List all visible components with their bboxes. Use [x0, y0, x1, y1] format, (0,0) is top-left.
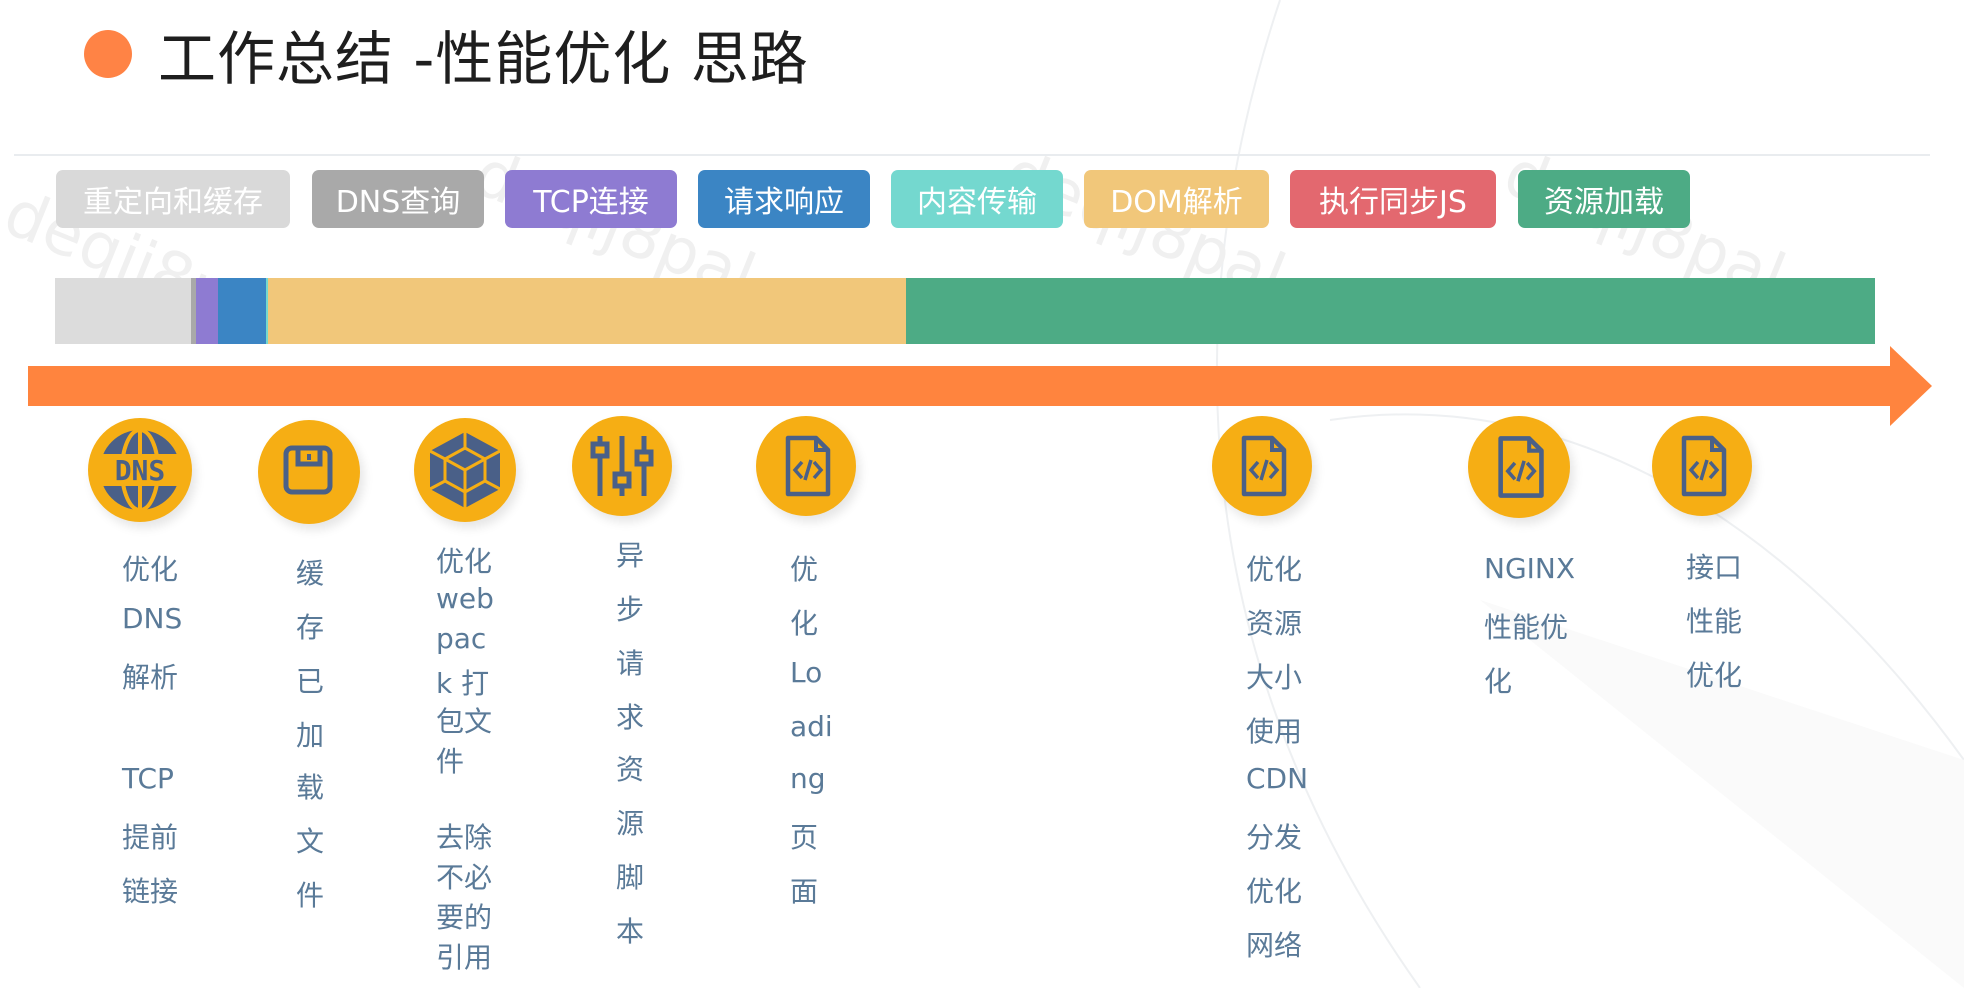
timing-bar-segment: 资源加载 — [906, 278, 1875, 344]
item-text-line: 优化 — [122, 553, 179, 586]
code-file-icon — [1652, 416, 1752, 516]
item-text-line: 提前 — [122, 821, 179, 854]
item-text-line: CDN — [1246, 762, 1309, 795]
code-file-icon — [1212, 416, 1312, 516]
item-text-line: 包文 — [436, 705, 493, 738]
item-text-line: 步 — [616, 593, 645, 626]
item-text-line: 性能 — [1686, 605, 1743, 638]
item-text-line: 分发 — [1246, 821, 1303, 854]
timing-bar-segment: 请求响应 — [218, 278, 266, 344]
item-text-line: 优化 — [1246, 553, 1303, 586]
legend-label: 执行同步JS — [1319, 185, 1467, 220]
item-text-line: 面 — [790, 875, 819, 908]
item-text-line: web — [436, 582, 494, 615]
timing-bar-segment: TCP连接 — [195, 278, 219, 344]
legend-item-request: 请求响应 — [698, 170, 870, 228]
legend-item-resource-load: 资源加载 — [1518, 170, 1690, 228]
item-text-line: 使用 — [1246, 715, 1303, 748]
item-text-line: k 打 — [436, 667, 490, 700]
timing-bar-segment: DNS查询 — [190, 278, 196, 344]
timing-bar-segment: DOM解析 — [268, 278, 907, 344]
legend-label: 内容传输 — [917, 185, 1037, 220]
legend-item-sync-js: 执行同步JS — [1290, 170, 1496, 228]
item-text-line: 引用 — [436, 941, 493, 974]
item-text-line: 求 — [616, 701, 645, 734]
code-file-icon — [756, 416, 856, 516]
legend-item-dom: DOM解析 — [1084, 170, 1269, 228]
item-text-line: 本 — [616, 915, 645, 948]
legend-label: 资源加载 — [1544, 185, 1664, 220]
item-text-line: DNS — [122, 602, 183, 635]
divider — [14, 154, 1930, 156]
legend-label: TCP连接 — [533, 185, 649, 220]
legend-item-redirect-cache: 重定向和缓存 — [56, 170, 290, 228]
legend-label: DOM解析 — [1110, 185, 1243, 220]
item-text-line: Lo — [790, 656, 823, 689]
item-text-line: 化 — [790, 607, 819, 640]
item-text-line: 缓 — [296, 557, 325, 590]
item-text-line: 去除 — [436, 821, 493, 854]
item-text-line: 页 — [790, 821, 819, 854]
item-text-line: TCP — [122, 762, 174, 795]
timing-bar-segment: 重定向和缓存 — [55, 278, 191, 344]
item-text-line: NGINX — [1484, 552, 1576, 585]
timing-bar-segment: 内容传输 — [265, 278, 269, 344]
item-text-line: adi — [790, 710, 833, 743]
item-text-line: 优 — [790, 553, 819, 586]
item-text-line: 文 — [296, 825, 325, 858]
item-text-line: 要的 — [436, 901, 493, 934]
item-text-line: 优化 — [436, 545, 493, 578]
sliders-icon — [572, 416, 672, 516]
title-bullet — [84, 30, 132, 78]
item-text-line: 源 — [616, 807, 645, 840]
item-text-line: 加 — [296, 719, 325, 752]
legend-item-dns: DNS查询 — [312, 170, 484, 228]
svg-text:DNS: DNS — [115, 454, 166, 487]
page-title: 工作总结 -性能优化 思路 — [158, 25, 809, 93]
item-text-line: 优化 — [1686, 659, 1743, 692]
code-file-icon — [1468, 416, 1570, 518]
item-text-line: 脚 — [616, 861, 645, 894]
item-text-line: ng — [790, 762, 826, 795]
item-text-line: 网络 — [1246, 929, 1303, 962]
save-floppy-icon — [258, 420, 360, 524]
item-text-line: 存 — [296, 611, 325, 644]
item-text-line: 资源 — [1246, 607, 1303, 640]
item-text-line: 性能优 — [1484, 611, 1569, 644]
dns-globe-icon: DNS — [88, 418, 192, 522]
item-text-line: 化 — [1484, 665, 1513, 698]
legend-label: 请求响应 — [724, 185, 844, 220]
item-text-line: 大小 — [1246, 661, 1303, 694]
timeline-arrow-head — [1890, 346, 1932, 426]
item-text-line: 不必 — [436, 861, 493, 894]
item-text-line: 解析 — [122, 661, 179, 694]
item-text-line: 件 — [296, 879, 325, 912]
item-text-line: 资 — [616, 753, 645, 786]
item-text-line: 载 — [296, 771, 325, 804]
legend-item-transfer: 内容传输 — [891, 170, 1063, 228]
legend-item-tcp: TCP连接 — [505, 170, 677, 228]
legend-label: DNS查询 — [335, 185, 461, 220]
item-text-line: 链接 — [122, 875, 179, 908]
item-text-line: pac — [436, 622, 487, 655]
item-text-line: 件 — [436, 745, 465, 778]
item-text-line: 请 — [616, 647, 645, 680]
legend-label: 重定向和缓存 — [83, 185, 263, 220]
item-text-line: 异 — [616, 539, 645, 572]
timeline-arrow — [28, 366, 1892, 406]
item-text-line: 已 — [296, 665, 325, 698]
item-text-line: 接口 — [1686, 551, 1743, 584]
webpack-cube-icon — [414, 418, 516, 522]
item-text-line: 优化 — [1246, 875, 1303, 908]
